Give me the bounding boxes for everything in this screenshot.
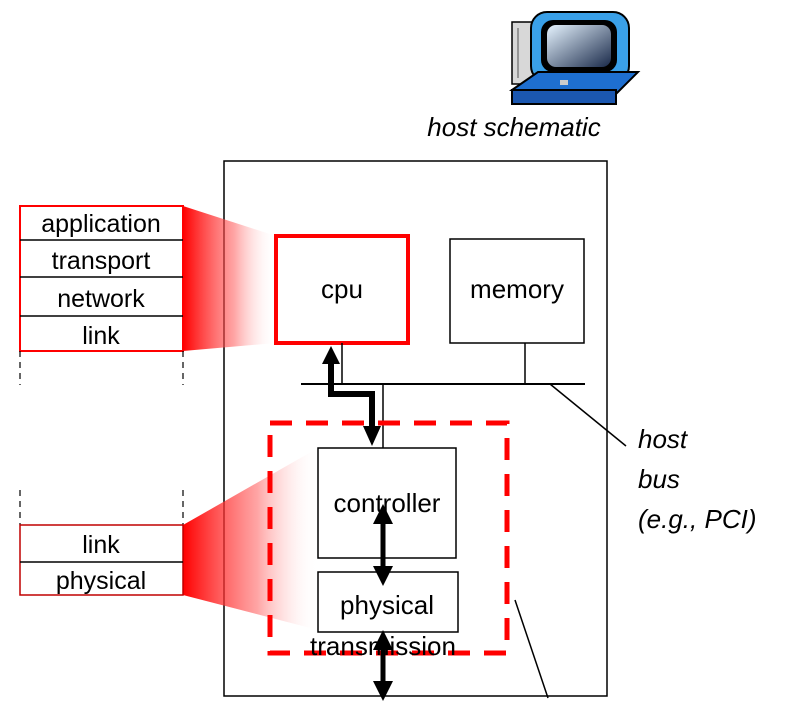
network-adapter-box	[267, 420, 510, 656]
svg-text:bus: bus	[638, 464, 680, 494]
physical-label: physical	[340, 590, 434, 620]
cpu-controller-arrow	[322, 346, 381, 446]
protocol-stack-top: application transport network link	[19, 205, 184, 385]
controller-box	[317, 447, 457, 559]
svg-text:(e.g., PCI): (e.g., PCI)	[638, 504, 756, 534]
transmission-arrow	[373, 630, 393, 701]
stack-layer-link: link	[82, 322, 120, 350]
stack-layer-application: application	[41, 210, 161, 238]
cpu-box	[274, 234, 410, 345]
host-bus-label: host bus (e.g., PCI)	[638, 424, 756, 534]
physical-box	[317, 571, 459, 633]
cpu-label: cpu	[321, 274, 363, 304]
bottom-stack-projection	[183, 448, 318, 630]
controller-physical-arrow	[373, 504, 393, 586]
desktop-computer-icon	[508, 11, 641, 105]
stack-layer-network: network	[57, 285, 145, 313]
top-stack-projection	[183, 206, 276, 351]
host-box	[223, 160, 608, 697]
memory-box	[449, 238, 585, 344]
svg-text:host: host	[638, 424, 689, 454]
diagram-caption: host schematic	[427, 112, 600, 142]
stack-layer-link: link	[82, 531, 120, 559]
memory-label: memory	[470, 274, 564, 304]
stack-layer-transport: transport	[52, 247, 151, 275]
stack-layer-physical: physical	[56, 567, 146, 595]
protocol-stack-bottom: link physical	[19, 490, 184, 596]
adapter-leader-line	[514, 599, 549, 699]
bus-leader-line	[549, 383, 627, 447]
